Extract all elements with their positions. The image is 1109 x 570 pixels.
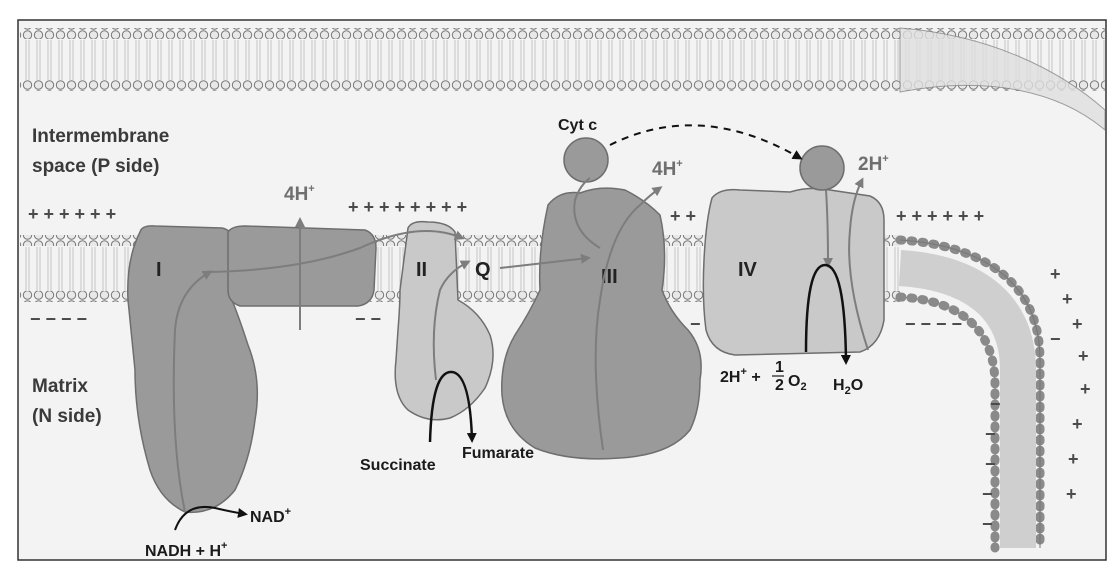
quinone-label: Q [475,259,491,281]
svg-text:+: + [1072,314,1083,334]
svg-text:−: − [982,484,993,504]
cytochrome-c-left [564,138,608,182]
svg-text:+: + [1066,484,1077,504]
succinate-label: Succinate [360,457,436,474]
intermembrane-label: Intermembrane [32,126,169,147]
svg-text:+ + + + + +: + + + + + + [896,206,984,226]
svg-text:−: − [985,454,996,474]
svg-text:+: + [1062,289,1073,309]
svg-text:+ +: + + [670,206,696,226]
svg-text:−: − [985,424,996,444]
half-denominator: 2 [775,377,784,394]
cytochrome-label: Cyt c [558,117,597,134]
oxygen-reactants: 2H+ + [720,366,761,386]
svg-text:− − − −: − − − − [905,314,962,334]
svg-text:+ + + + + + + +: + + + + + + + + [348,197,467,217]
svg-text:+ + + + + +: + + + + + + [28,204,116,224]
svg-text:+: + [1078,346,1089,366]
svg-text:−: − [690,314,701,334]
cytochrome-c-right [800,146,844,190]
matrix-label: Matrix [32,376,88,397]
matrix-label-2: (N side) [32,406,102,427]
svg-text:− −: − − [355,309,381,329]
svg-text:−: − [990,394,1001,414]
complex-4-label: IV [738,259,758,281]
complex-1-label: I [156,259,162,281]
complex-2-label: II [416,259,427,281]
svg-text:+: + [1072,414,1083,434]
svg-text:+: + [1050,264,1061,284]
nadh-label: NADH + H+ [145,540,227,560]
svg-text:− − − −: − − − − [30,309,87,329]
half-numerator: 1 [775,359,784,376]
svg-text:−: − [982,514,993,534]
svg-text:+: + [1068,449,1079,469]
svg-text:−: − [1050,329,1061,349]
fumarate-label: Fumarate [462,445,534,462]
intermembrane-label-2: space (P side) [32,156,159,177]
complex-4 [703,188,884,355]
svg-text:+: + [1080,379,1091,399]
